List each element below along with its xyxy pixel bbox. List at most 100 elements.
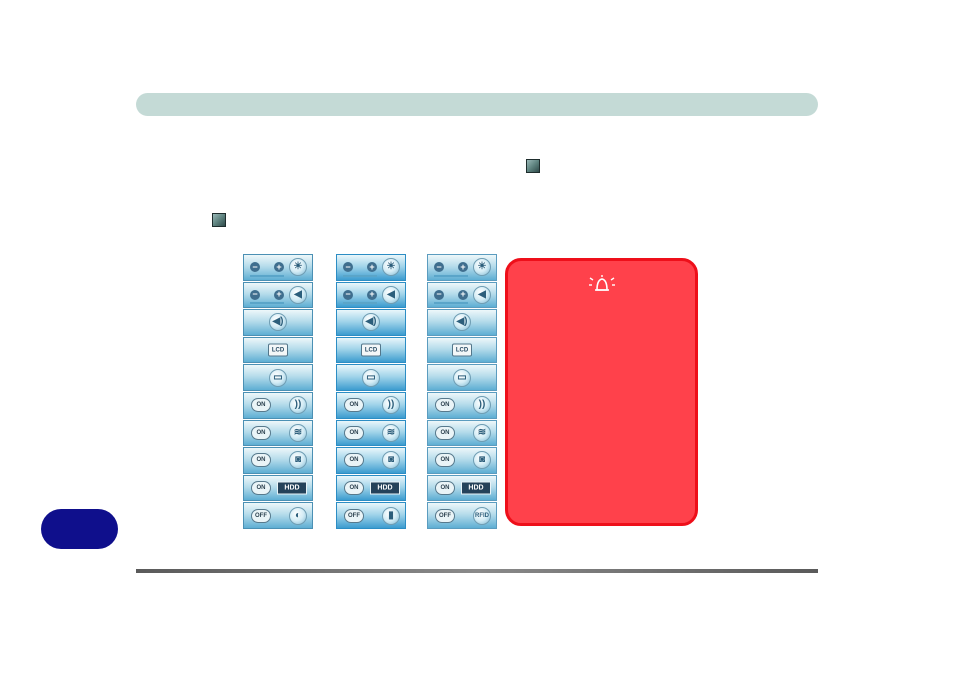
decrease-icon[interactable]: − <box>250 289 260 300</box>
control-button-toggle[interactable]: ON ≋ <box>336 419 406 447</box>
bluetooth-signal-icon: ≋ <box>382 423 400 442</box>
control-button-brightness[interactable]: − + ☀ <box>243 254 313 281</box>
lcd-icon: LCD <box>268 343 288 357</box>
control-button-brightness[interactable]: − + ☀ <box>336 254 406 281</box>
control-center-shortcut-icon <box>526 159 540 173</box>
control-button-volume-level[interactable]: − + ◀ <box>336 281 406 309</box>
control-button-toggle[interactable]: OFF ◐ <box>243 502 313 529</box>
volume-level-icon: ◀ <box>473 285 491 304</box>
lcd-icon: LCD <box>452 343 472 357</box>
control-button-hdd[interactable]: ON HDD <box>427 474 497 502</box>
level-bar <box>343 302 377 305</box>
bluetooth-signal-icon: ≋ <box>473 423 491 442</box>
control-button-toggle[interactable]: ON ◙ <box>427 447 497 474</box>
camera-icon: ◙ <box>382 451 400 470</box>
decrease-icon[interactable]: − <box>250 262 260 273</box>
toggle-state-pill: OFF <box>435 508 455 523</box>
toggle-state-pill: ON <box>344 425 364 440</box>
decrease-icon[interactable]: − <box>434 262 444 273</box>
control-button-volume-level[interactable]: − + ◀ <box>427 281 497 309</box>
bluetooth-signal-icon: ≋ <box>289 423 307 442</box>
hdd-icon: HDD <box>461 481 491 495</box>
header-bar <box>136 93 818 116</box>
level-bar <box>434 302 468 305</box>
hdd-icon: HDD <box>277 481 307 495</box>
speaker-icon: ◀) <box>362 313 380 332</box>
control-button-toggle[interactable]: ON ◙ <box>243 447 313 474</box>
control-button-brightness[interactable]: − + ☀ <box>427 254 497 281</box>
control-button-mute[interactable]: ◀) <box>427 309 497 336</box>
wireless-lan-icon: )) <box>473 396 491 415</box>
control-button-toggle[interactable]: OFF RFID <box>427 502 497 529</box>
control-button-hdd[interactable]: ON HDD <box>336 474 406 502</box>
wireless-lan-icon: )) <box>382 396 400 415</box>
ecomode-icon: ◐ <box>289 506 307 525</box>
control-button-lcd[interactable]: LCD <box>336 336 406 364</box>
page-number-tab <box>41 509 118 549</box>
control-button-toggle[interactable]: ON)) <box>243 391 313 419</box>
toggle-state-pill: ON <box>251 398 271 413</box>
control-button-mute[interactable]: ◀) <box>243 309 313 336</box>
camera-icon: ◙ <box>473 451 491 470</box>
lcd-icon: LCD <box>361 343 381 357</box>
touchpad-icon: ▭ <box>269 368 287 387</box>
decrease-icon[interactable]: − <box>434 289 444 300</box>
control-button-touchpad[interactable]: ▭ <box>243 364 313 391</box>
volume-level-icon: ◀ <box>382 285 400 304</box>
level-bar <box>250 274 284 277</box>
hdd-icon: HDD <box>370 481 400 495</box>
increase-icon[interactable]: + <box>274 262 284 273</box>
control-button-mute[interactable]: ◀) <box>336 309 406 336</box>
control-button-toggle[interactable]: ON)) <box>336 391 406 419</box>
control-center-shortcut-icon <box>212 213 226 227</box>
toggle-state-pill: OFF <box>344 508 364 523</box>
warning-box <box>505 258 698 526</box>
toggle-state-pill: ON <box>435 398 455 413</box>
alarm-bell-icon <box>588 275 615 291</box>
brightness-icon: ☀ <box>473 258 491 277</box>
increase-icon[interactable]: + <box>458 262 468 273</box>
toggle-state-pill: ON <box>251 453 271 468</box>
touchpad-icon: ▭ <box>362 368 380 387</box>
speaker-icon: ◀) <box>269 313 287 332</box>
level-bar <box>250 302 284 305</box>
rfid-icon: RFID <box>473 506 491 525</box>
toggle-state-pill: ON <box>251 481 271 496</box>
toggle-state-pill: ON <box>344 481 364 496</box>
control-button-lcd[interactable]: LCD <box>427 336 497 364</box>
control-button-toggle[interactable]: ON)) <box>427 391 497 419</box>
speaker-icon: ◀) <box>453 313 471 332</box>
increase-icon[interactable]: + <box>274 289 284 300</box>
control-button-volume-level[interactable]: −+◀ <box>243 281 313 309</box>
toggle-state-pill: ON <box>344 398 364 413</box>
brightness-icon: ☀ <box>289 258 307 277</box>
control-button-lcd[interactable]: LCD <box>243 336 313 364</box>
toggle-state-pill: ON <box>435 425 455 440</box>
camera-icon: ◙ <box>289 451 307 470</box>
control-button-toggle[interactable]: ON≋ <box>243 419 313 447</box>
brightness-icon: ☀ <box>382 258 400 277</box>
control-button-toggle[interactable]: ON ◙ <box>336 447 406 474</box>
level-bar <box>434 274 468 277</box>
touchpad-icon: ▭ <box>453 368 471 387</box>
increase-icon[interactable]: + <box>367 289 377 300</box>
control-button-hdd[interactable]: ON HDD <box>243 474 313 502</box>
toggle-state-pill: ON <box>435 453 455 468</box>
control-button-toggle[interactable]: ON ≋ <box>427 419 497 447</box>
control-button-touchpad[interactable]: ▭ <box>427 364 497 391</box>
control-button-toggle[interactable]: OFF▮ <box>336 502 406 529</box>
decrease-icon[interactable]: − <box>343 262 353 273</box>
control-button-touchpad[interactable]: ▭ <box>336 364 406 391</box>
decrease-icon[interactable]: − <box>343 289 353 300</box>
increase-icon[interactable]: + <box>458 289 468 300</box>
toggle-state-pill: OFF <box>251 508 271 523</box>
toggle-state-pill: ON <box>344 453 364 468</box>
wireless-lan-icon: )) <box>289 396 307 415</box>
level-bar <box>343 274 377 277</box>
footer-rule <box>136 569 818 573</box>
increase-icon[interactable]: + <box>367 262 377 273</box>
toggle-state-pill: ON <box>435 481 455 496</box>
